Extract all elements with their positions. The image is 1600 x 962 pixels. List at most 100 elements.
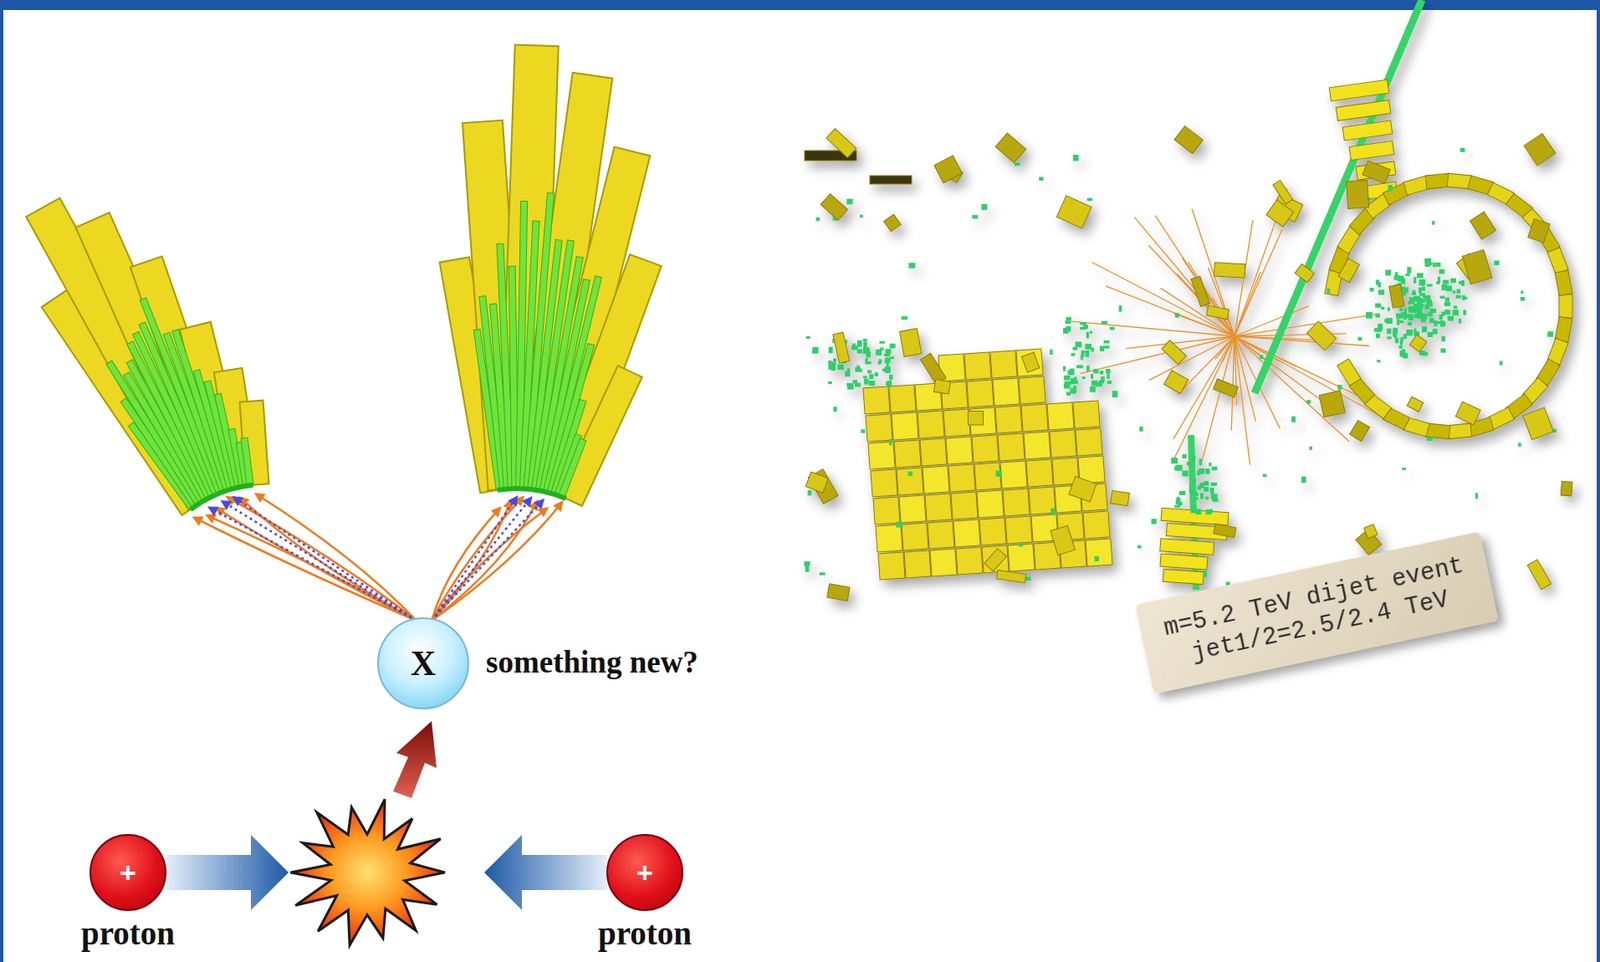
hit-dot bbox=[1018, 542, 1023, 547]
calo-tile bbox=[901, 522, 929, 551]
hit-dot bbox=[1396, 318, 1400, 326]
track-line bbox=[1201, 336, 1235, 461]
hit-dot bbox=[1386, 336, 1391, 339]
hit-dot bbox=[860, 429, 865, 433]
calo-tile bbox=[1000, 460, 1028, 489]
track-line bbox=[1231, 336, 1235, 430]
calo-tile bbox=[833, 332, 850, 363]
proton-node: +proton bbox=[52, 833, 204, 952]
track-line bbox=[1148, 245, 1235, 337]
hit-dot bbox=[1499, 360, 1503, 365]
calo-tile bbox=[1455, 401, 1481, 425]
calo-tile bbox=[927, 521, 955, 549]
hit-dot bbox=[867, 369, 872, 374]
hit-dot bbox=[885, 357, 891, 363]
hit-dot bbox=[1395, 337, 1399, 343]
hit-dot bbox=[1402, 289, 1406, 297]
track-line bbox=[1234, 271, 1261, 337]
calo-tile bbox=[997, 433, 1025, 461]
hit-dot bbox=[1378, 289, 1385, 295]
hit-dot bbox=[1170, 457, 1178, 464]
hit-dot bbox=[1079, 322, 1087, 325]
hit-dot bbox=[1426, 437, 1434, 441]
hit-dot bbox=[1107, 380, 1112, 384]
calo-tile bbox=[1306, 321, 1336, 351]
calo-tile bbox=[971, 434, 999, 463]
hit-dot bbox=[1451, 309, 1458, 316]
calo-tile bbox=[917, 410, 945, 439]
hit-dot bbox=[857, 340, 863, 348]
calo-tile bbox=[1349, 140, 1395, 160]
hit-dot bbox=[1401, 467, 1406, 471]
track-line bbox=[1234, 336, 1350, 442]
hit-dot bbox=[1377, 281, 1381, 287]
hit-dot bbox=[1038, 177, 1043, 181]
hit-dot bbox=[846, 383, 850, 386]
hit-dot bbox=[889, 356, 895, 359]
calo-tile bbox=[979, 517, 1007, 546]
calorimeter-arc bbox=[496, 485, 567, 499]
hit-dot bbox=[1090, 373, 1094, 379]
hit-dot bbox=[1442, 280, 1449, 285]
calo-tile bbox=[995, 132, 1027, 164]
calo-tile bbox=[1162, 568, 1204, 584]
hit-dot bbox=[1200, 492, 1204, 499]
track-line bbox=[1234, 336, 1391, 412]
calo-tile bbox=[1047, 402, 1074, 430]
hit-dot bbox=[1201, 468, 1205, 471]
hit-dot bbox=[1424, 295, 1432, 301]
neutral-track bbox=[209, 507, 417, 621]
track-line bbox=[1208, 267, 1236, 337]
hit-dot bbox=[1196, 470, 1201, 476]
hit-dot bbox=[1174, 465, 1179, 471]
hit-dot bbox=[846, 199, 853, 205]
hit-dot bbox=[996, 470, 1002, 477]
jet bbox=[6, 155, 294, 538]
hit-dot bbox=[1439, 269, 1446, 275]
calo-tile bbox=[995, 405, 1023, 434]
calo-tile bbox=[1527, 559, 1551, 590]
calo-tile bbox=[873, 496, 900, 525]
hit-dot bbox=[863, 375, 868, 379]
track-line bbox=[1125, 336, 1235, 349]
particle-label: X bbox=[410, 645, 436, 681]
hit-dot bbox=[866, 361, 872, 364]
hit-dot bbox=[1206, 509, 1212, 515]
calo-tile bbox=[1318, 390, 1345, 418]
hit-dot bbox=[896, 521, 904, 528]
hit-dot bbox=[1445, 297, 1450, 302]
hit-dot bbox=[878, 358, 882, 363]
hit-dot bbox=[847, 383, 854, 389]
hit-dot bbox=[1458, 318, 1462, 324]
calo-tile bbox=[1523, 407, 1554, 440]
hit-dot bbox=[1387, 184, 1393, 192]
hit-dot bbox=[863, 347, 870, 354]
hit-dot bbox=[1063, 366, 1066, 372]
hit-dot bbox=[1079, 327, 1086, 330]
calo-tile bbox=[948, 464, 976, 492]
calo-tile bbox=[1056, 195, 1092, 229]
hit-dot bbox=[1433, 320, 1437, 327]
hit-dot bbox=[1071, 352, 1076, 357]
proton-circle: + bbox=[89, 833, 167, 911]
hit-dot bbox=[1210, 487, 1215, 494]
hit-dot bbox=[1064, 320, 1071, 324]
calo-tile bbox=[1346, 179, 1370, 209]
calo-tile bbox=[820, 194, 848, 221]
hit-dot bbox=[1109, 327, 1115, 331]
hit-dot bbox=[1191, 504, 1197, 507]
calo-tile bbox=[930, 548, 957, 577]
hit-dot bbox=[1199, 458, 1203, 466]
hit-dot bbox=[828, 366, 836, 370]
hit-dot bbox=[1186, 461, 1193, 466]
hit-dot bbox=[1369, 287, 1375, 292]
calo-tile bbox=[875, 524, 903, 553]
calo-tile bbox=[863, 386, 890, 415]
calo-tile bbox=[1021, 352, 1039, 373]
calo-tile bbox=[1110, 490, 1130, 506]
hit-dot bbox=[1208, 462, 1212, 466]
hit-dot bbox=[1432, 328, 1438, 335]
energy-bar bbox=[558, 438, 587, 498]
calo-tile bbox=[1559, 294, 1573, 318]
hit-dot bbox=[1400, 337, 1404, 343]
